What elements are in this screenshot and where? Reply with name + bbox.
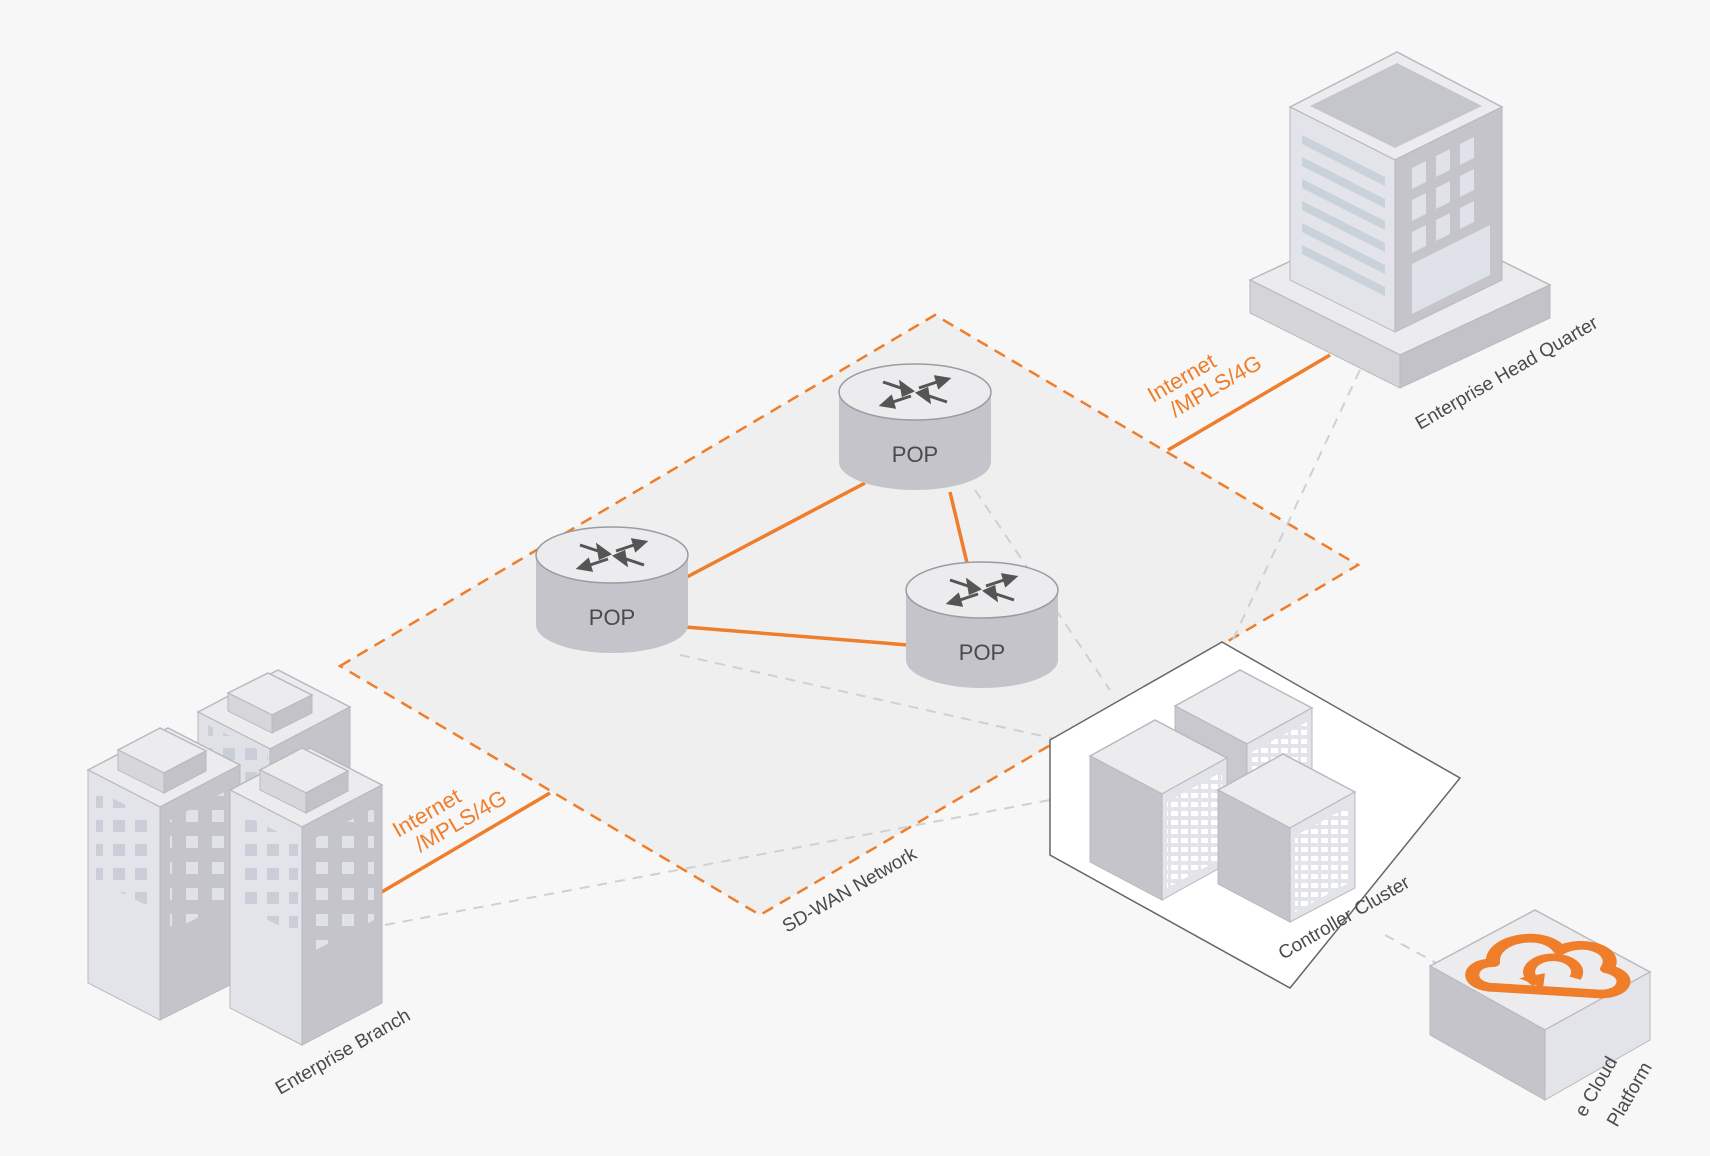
hq-building — [1248, 51, 1552, 389]
router-arrows-icon — [575, 538, 649, 572]
pop-label: POP — [892, 442, 938, 467]
access-links — [379, 353, 1331, 895]
hq-link-label: Internet /MPLS/4G — [1143, 348, 1266, 422]
sdwan-region — [337, 313, 1361, 917]
pop-node-left: POP — [535, 526, 689, 653]
pop-node-right: POP — [905, 561, 1059, 688]
pop-links — [684, 481, 969, 647]
cloud-platform — [1428, 909, 1652, 1101]
pop-node-top: POP — [838, 363, 992, 490]
controller-cluster — [1049, 641, 1462, 989]
router-arrows-icon — [945, 573, 1019, 607]
branch-link-label: Internet /MPLS/4G — [388, 783, 511, 857]
management-links — [384, 369, 1441, 966]
router-arrows-icon — [878, 375, 952, 409]
branch-buildings — [86, 669, 384, 1046]
pop-label: POP — [589, 605, 635, 630]
cloud-icon — [1465, 933, 1631, 999]
pop-label: POP — [959, 640, 1005, 665]
